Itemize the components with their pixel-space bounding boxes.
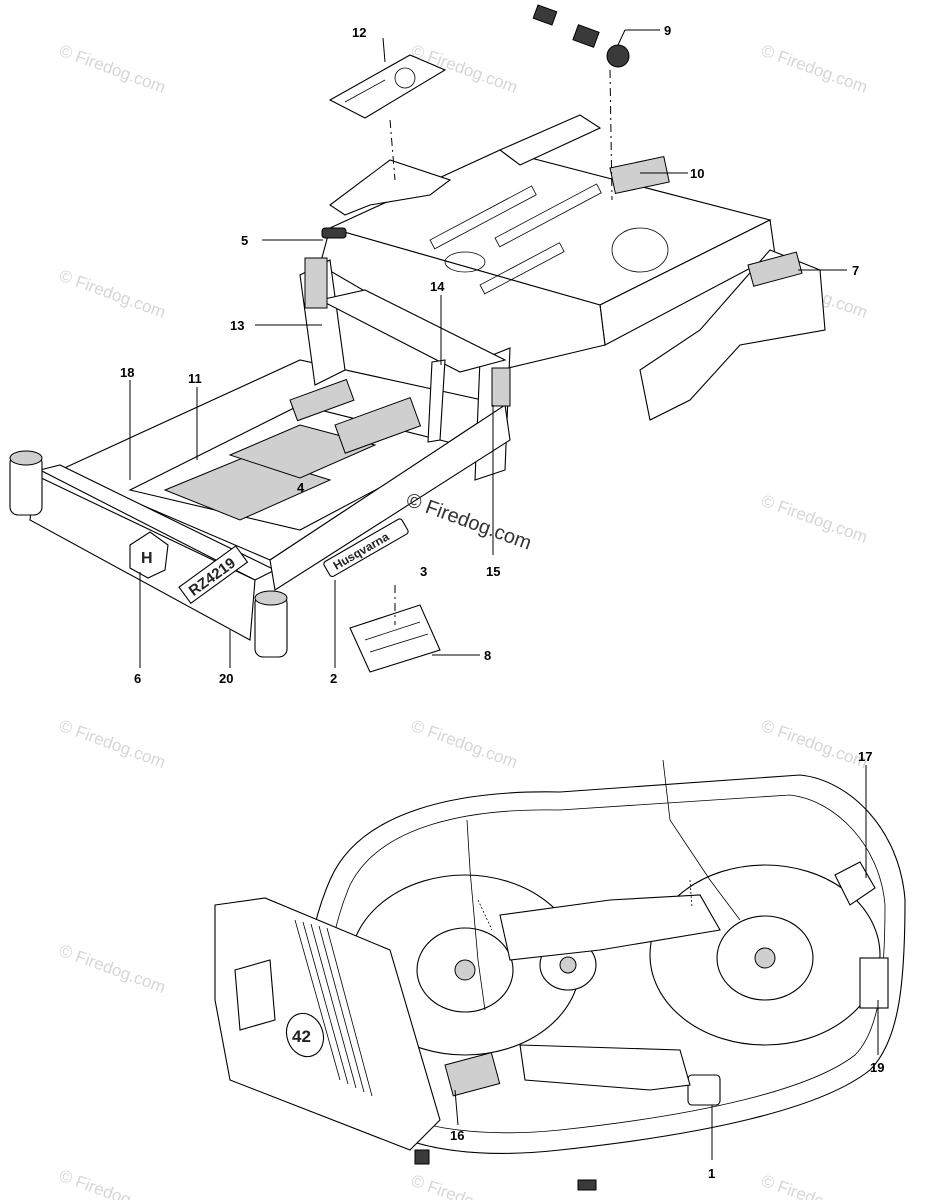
callout-6: 6 xyxy=(134,671,141,686)
watermark-main: © Firedog.com xyxy=(403,489,534,555)
decal-1 xyxy=(687,1074,721,1106)
callout-2: 2 xyxy=(330,671,337,686)
decal-12 xyxy=(328,54,447,119)
spring-left xyxy=(477,899,493,931)
decal-8 xyxy=(349,604,441,673)
panel-slot xyxy=(494,183,602,248)
watermark: © Firedog.com xyxy=(759,716,870,772)
husqvarna-h-badge xyxy=(129,531,169,579)
spindle-left xyxy=(454,959,476,981)
deck-baffle xyxy=(519,1044,691,1091)
watermark: © Firedog.com xyxy=(57,716,168,772)
decal-15-strip xyxy=(491,367,511,407)
decal-8-line xyxy=(364,621,421,641)
spindle-right xyxy=(754,947,776,969)
callout-20: 20 xyxy=(219,671,233,686)
rear-frame-arm xyxy=(639,249,826,421)
warning-decal-4 xyxy=(289,378,355,422)
callout-18: 18 xyxy=(120,365,134,380)
watermark: © Firedog.com xyxy=(57,1166,168,1200)
badge-letter: H xyxy=(141,550,153,567)
explode-guide xyxy=(389,119,396,181)
deck-size-decal xyxy=(285,1012,325,1058)
callout-7: 7 xyxy=(852,263,859,278)
hanger-rod-right xyxy=(662,759,741,921)
decal-13-strip xyxy=(304,257,328,309)
watermark: © Firedog.com xyxy=(57,41,168,97)
decal-17 xyxy=(834,861,876,906)
callout-16: 16 xyxy=(450,1128,464,1143)
watermark: © Firedog.com xyxy=(759,41,870,97)
deck-wheel xyxy=(577,1179,597,1191)
watermark: © Firedog.com xyxy=(57,266,168,322)
callout-13: 13 xyxy=(230,318,244,333)
decal-12-symbol xyxy=(394,67,416,89)
decal-10 xyxy=(609,155,670,195)
callout-14: 14 xyxy=(430,279,445,294)
decal-9-icon xyxy=(572,24,600,48)
callout-10: 10 xyxy=(690,166,704,181)
brand-decal-plate xyxy=(323,518,409,578)
chute-ribs xyxy=(294,919,373,1097)
deck-bolt xyxy=(414,1149,430,1165)
decal-12-line xyxy=(344,79,386,103)
watermark: © Firedog.com xyxy=(409,716,520,772)
callout-9: 9 xyxy=(664,23,671,38)
idler-hub xyxy=(559,956,577,974)
callouts: 12 9 10 5 7 14 13 18 11 4 3 15 8 6 20 2 … xyxy=(120,23,884,1181)
console-cross-panel xyxy=(318,289,507,373)
fan-opening xyxy=(611,227,669,273)
caster-wheel-top xyxy=(9,450,43,466)
callout-17: 17 xyxy=(858,749,872,764)
callout-8: 8 xyxy=(484,648,491,663)
chute-warning-decal xyxy=(234,959,276,1031)
panel-slot xyxy=(429,185,537,250)
caster-wheel-top xyxy=(254,590,288,606)
spring-right xyxy=(689,879,693,909)
decal-16 xyxy=(444,1051,501,1097)
callout-11: 11 xyxy=(188,371,202,386)
decal-9-icon xyxy=(532,4,558,26)
floor-mat-plate xyxy=(228,424,377,479)
callout-15: 15 xyxy=(486,564,500,579)
decal-19 xyxy=(859,957,889,1009)
leader-lines xyxy=(129,29,879,1160)
control-decal xyxy=(334,396,422,454)
callout-3: 3 xyxy=(420,564,427,579)
explode-guide xyxy=(609,69,613,201)
watermark: © Firedog.com xyxy=(759,1171,870,1200)
hanger-rod-left xyxy=(466,819,486,1011)
rear-top-bracket xyxy=(498,114,602,166)
decal-5 xyxy=(321,227,347,239)
watermark: © Firedog.com xyxy=(409,1171,520,1200)
panel-slot xyxy=(479,242,565,295)
callout-12: 12 xyxy=(352,25,366,40)
idler-arm-bracket xyxy=(499,894,721,961)
decal-9-icon xyxy=(606,44,630,68)
decal-7 xyxy=(747,251,803,287)
callout-19: 19 xyxy=(870,1060,884,1075)
discharge-chute xyxy=(214,897,441,1151)
decal-8-line xyxy=(369,633,429,653)
side-rail xyxy=(269,404,511,591)
watermark: © Firedog.com xyxy=(759,491,870,547)
watermark: © Firedog.com xyxy=(57,941,168,997)
frame-assembly: H RZ4219 Husqvarna xyxy=(9,4,826,673)
callout-5: 5 xyxy=(241,233,248,248)
model-decal-plate xyxy=(178,545,249,605)
panel-hole xyxy=(444,251,486,273)
deck-assembly: 42 xyxy=(214,759,906,1191)
deck-size-text: 42 xyxy=(292,1027,311,1046)
seat-bracket xyxy=(329,159,452,216)
callout-1: 1 xyxy=(708,1166,715,1181)
callout-4: 4 xyxy=(297,480,305,495)
